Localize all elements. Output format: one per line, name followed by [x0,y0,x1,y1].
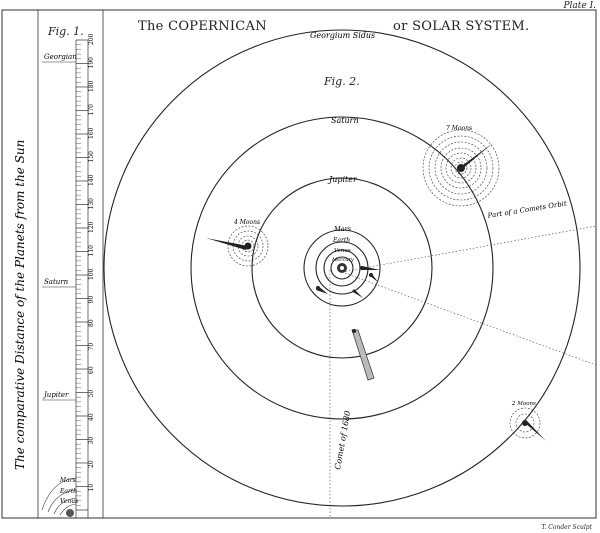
georgium-planet [522,420,528,426]
scale-tick-label: 160 [88,127,95,139]
orbit-label-georgium: Georgium Sidus [310,31,375,40]
fig1-label: Fig. 1. [48,25,84,38]
mercury-shadow [353,290,363,298]
distance-scale: 200 190 180 170 160 150 140 130 120 110 100 90 80 70 6… [41,10,104,518]
scale-tick-label: 100 [88,268,95,280]
scale-tick-label: 50 [88,390,95,398]
scale-label-georgian: Georgian [44,53,77,61]
saturn-shadow [461,143,493,170]
orbit-label-jupiter: Jupiter [327,175,358,184]
georgium-moon-system [509,407,541,439]
orbit-georgium [103,29,581,507]
earth-planet [360,266,364,270]
vertical-caption: The comparative Distance of the Planets … [13,140,27,470]
comet-orbit-label: Part of a Comets Orbit [486,200,567,221]
orbit-mercury [330,256,354,280]
scale-label-saturn: Saturn [44,278,69,286]
saturn-planet [457,164,465,172]
scale-tick-label: 60 [88,366,95,374]
venus-planet [316,286,320,290]
scale-tick-label: 110 [88,245,95,257]
scale-tick-label: 150 [88,151,95,163]
title-right: or SOLAR SYSTEM. [393,19,530,34]
scale-label-venus: Venus [60,498,78,505]
orbit-label-venus: Venus [334,248,351,254]
scale-tick-label: 190 [88,57,95,69]
jupiter-planet [244,242,252,250]
engraver-credit: T. Conder Sculpt [541,524,592,531]
scale-tick-label: 40 [88,413,95,421]
sun-scale-marker [66,509,74,517]
fig2-label: Fig. 2. [324,75,360,88]
scale-tick-label: 10 [88,484,95,492]
scale-tick-label: 120 [88,221,95,233]
scale-tick-label: 130 [88,198,95,210]
scale-tick-label: 20 [88,460,95,468]
scale-label-earth: Earth [59,488,77,495]
saturn-moon-system [422,129,500,207]
scale-tick-label: 180 [88,80,95,92]
earth-shadow [362,266,380,270]
scale-tick-label: 30 [88,437,95,445]
orbit-label-mercury: Mercury [331,257,354,263]
orbit-jupiter [251,177,433,359]
orbit-label-earth: Earth [332,237,350,244]
scale-tick-label: 70 [88,343,95,351]
comet-tail [351,329,375,381]
plate-frame [1,9,597,519]
title-left: The COPERNICAN [138,19,267,34]
plate-label: Plate I. [563,1,596,11]
comet-orbit [329,225,597,518]
scale-label-mars: Mars [59,477,76,484]
scale-tick-label: 80 [88,319,95,327]
scale-label-jupiter: Jupiter [42,391,69,399]
scale-tick-label: 140 [88,174,95,186]
scale-tick-label: 200 [88,33,95,45]
saturn-moons-label: 7 Moons [446,125,472,132]
jupiter-shadow [206,238,248,250]
mars-planet [369,273,373,277]
scale-tick-label: 90 [88,296,95,304]
orbit-saturn [190,116,494,420]
orbit-label-saturn: Saturn [331,116,359,125]
georgium-shadow [525,421,546,441]
orbit-mars [303,229,381,307]
comet-head [352,329,356,333]
orbit-label-mars: Mars [333,225,352,233]
scale-tick-label: 170 [88,104,95,116]
jupiter-moons-label: 4 Moons [233,219,260,226]
mercury-planet [352,289,356,293]
georgium-moons-label: 2 Moons [511,401,536,407]
